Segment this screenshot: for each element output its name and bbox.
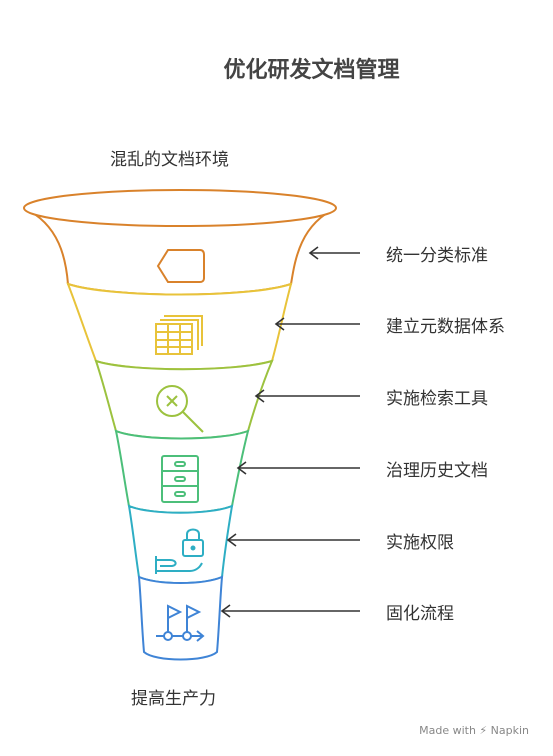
funnel-section-3 — [94, 359, 274, 440]
step-label-4: 治理历史文档 — [386, 461, 488, 481]
funnel-rim — [23, 189, 337, 227]
lock-icon — [155, 528, 204, 574]
funnel-section-6 — [137, 575, 224, 661]
flow-flags-icon — [156, 604, 205, 642]
diagram-title: 优化研发文档管理 — [223, 58, 400, 83]
spreadsheet-icon — [155, 315, 203, 355]
arrow-step-4 — [236, 461, 360, 475]
step-arrows — [220, 246, 360, 618]
cabinet-icon — [161, 455, 199, 503]
arrow-step-6 — [220, 604, 360, 618]
napkin-watermark: Made with ⚡ Napkin — [419, 724, 529, 737]
step-label-3: 实施检索工具 — [386, 389, 488, 409]
step-label-5: 实施权限 — [386, 533, 454, 553]
funnel-output-label: 提高生产力 — [131, 689, 216, 709]
step-label-2: 建立元数据体系 — [386, 317, 505, 337]
funnel-input-label: 混乱的文档环境 — [110, 150, 229, 170]
search-icon — [156, 385, 204, 433]
arrow-step-3 — [254, 389, 360, 403]
step-label-6: 固化流程 — [386, 604, 454, 624]
step-label-1: 统一分类标准 — [386, 246, 488, 266]
arrow-step-5 — [226, 533, 360, 547]
tag-icon — [156, 249, 205, 283]
arrow-step-2 — [274, 317, 360, 331]
arrow-step-1 — [308, 246, 360, 260]
